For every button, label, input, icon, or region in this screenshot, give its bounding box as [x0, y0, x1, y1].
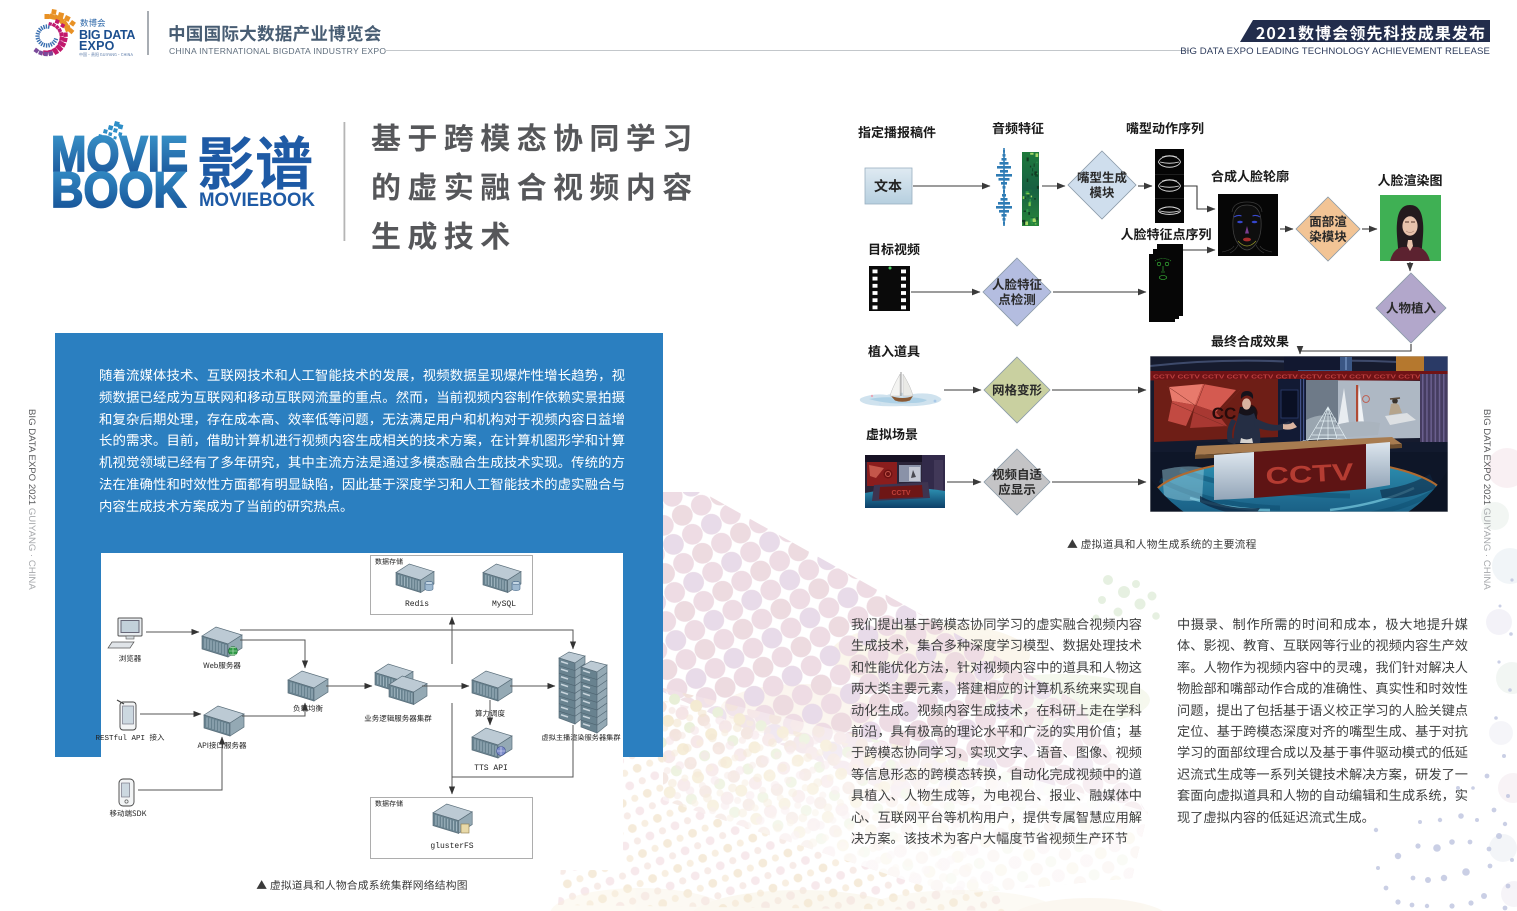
svg-text:目标视频: 目标视频	[868, 239, 920, 258]
svg-text:CC: CC	[1212, 404, 1237, 423]
svg-text:CCTV: CCTV	[891, 490, 910, 497]
svg-text:网格变形: 网格变形	[992, 380, 1043, 399]
svg-text:合成人脸轮廓: 合成人脸轮廓	[1211, 166, 1289, 185]
svg-text:点检测: 点检测	[998, 289, 1036, 308]
svg-text:人脸特征点序列: 人脸特征点序列	[1120, 224, 1211, 243]
svg-text:数博会: 数博会	[80, 17, 106, 29]
svg-text:虚拟主播渲染服务器集群: 虚拟主播渲染服务器集群	[541, 733, 620, 743]
svg-text:glusterFS: glusterFS	[430, 842, 473, 851]
svg-text:音频特征: 音频特征	[992, 118, 1044, 137]
svg-text:视频自适: 视频自适	[992, 464, 1043, 483]
svg-text:MySQL: MySQL	[492, 600, 516, 609]
svg-text:数据存储: 数据存储	[375, 799, 403, 809]
svg-text:嘴型生成: 嘴型生成	[1077, 167, 1128, 186]
svg-text:TTS API: TTS API	[474, 764, 508, 773]
svg-text:模块: 模块	[1089, 182, 1115, 201]
svg-text:嘴型动作序列: 嘴型动作序列	[1126, 118, 1204, 137]
svg-text:应显示: 应显示	[998, 479, 1036, 498]
svg-text:文本: 文本	[874, 176, 902, 196]
svg-text:业务逻辑服务器集群: 业务逻辑服务器集群	[364, 713, 432, 724]
svg-text:BOOK: BOOK	[51, 162, 186, 218]
svg-text:中国·贵阳 GUIYANG·CHINA: 中国·贵阳 GUIYANG·CHINA	[79, 51, 133, 58]
svg-text:CCTV: CCTV	[1265, 459, 1354, 491]
svg-text:负载均衡: 负载均衡	[293, 703, 323, 714]
svg-text:EXPO: EXPO	[79, 39, 115, 53]
svg-text:MOVIE: MOVIE	[51, 126, 188, 182]
svg-text:BIG DATA: BIG DATA	[79, 28, 135, 42]
svg-text:Redis: Redis	[405, 600, 429, 609]
svg-text:染模块: 染模块	[1309, 226, 1347, 245]
svg-text:Web服务器: Web服务器	[203, 660, 241, 671]
svg-text:虚拟场景: 虚拟场景	[866, 424, 918, 443]
svg-text:面部渲: 面部渲	[1309, 211, 1347, 230]
svg-text:RESTful API 接入: RESTful API 接入	[95, 733, 165, 743]
svg-text:MOVIEBOOK: MOVIEBOOK	[199, 189, 315, 211]
svg-text:最终合成效果: 最终合成效果	[1211, 331, 1289, 350]
svg-text:人脸特征: 人脸特征	[992, 274, 1043, 293]
svg-text:CCTV CCTV CCTV CCTV CCTV CCTV: CCTV CCTV CCTV CCTV CCTV CCTV CCTV CCTV …	[1153, 375, 1445, 381]
svg-text:移动端SDK: 移动端SDK	[110, 808, 147, 819]
svg-text:人物植入: 人物植入	[1386, 298, 1437, 317]
svg-text:数据存储: 数据存储	[375, 557, 403, 567]
svg-text:浏览器: 浏览器	[119, 653, 142, 664]
svg-text:影谱: 影谱	[197, 118, 313, 202]
svg-text:人脸渲染图: 人脸渲染图	[1377, 170, 1442, 189]
svg-text:植入道具: 植入道具	[868, 341, 920, 360]
svg-text:指定播报稿件: 指定播报稿件	[858, 122, 936, 141]
